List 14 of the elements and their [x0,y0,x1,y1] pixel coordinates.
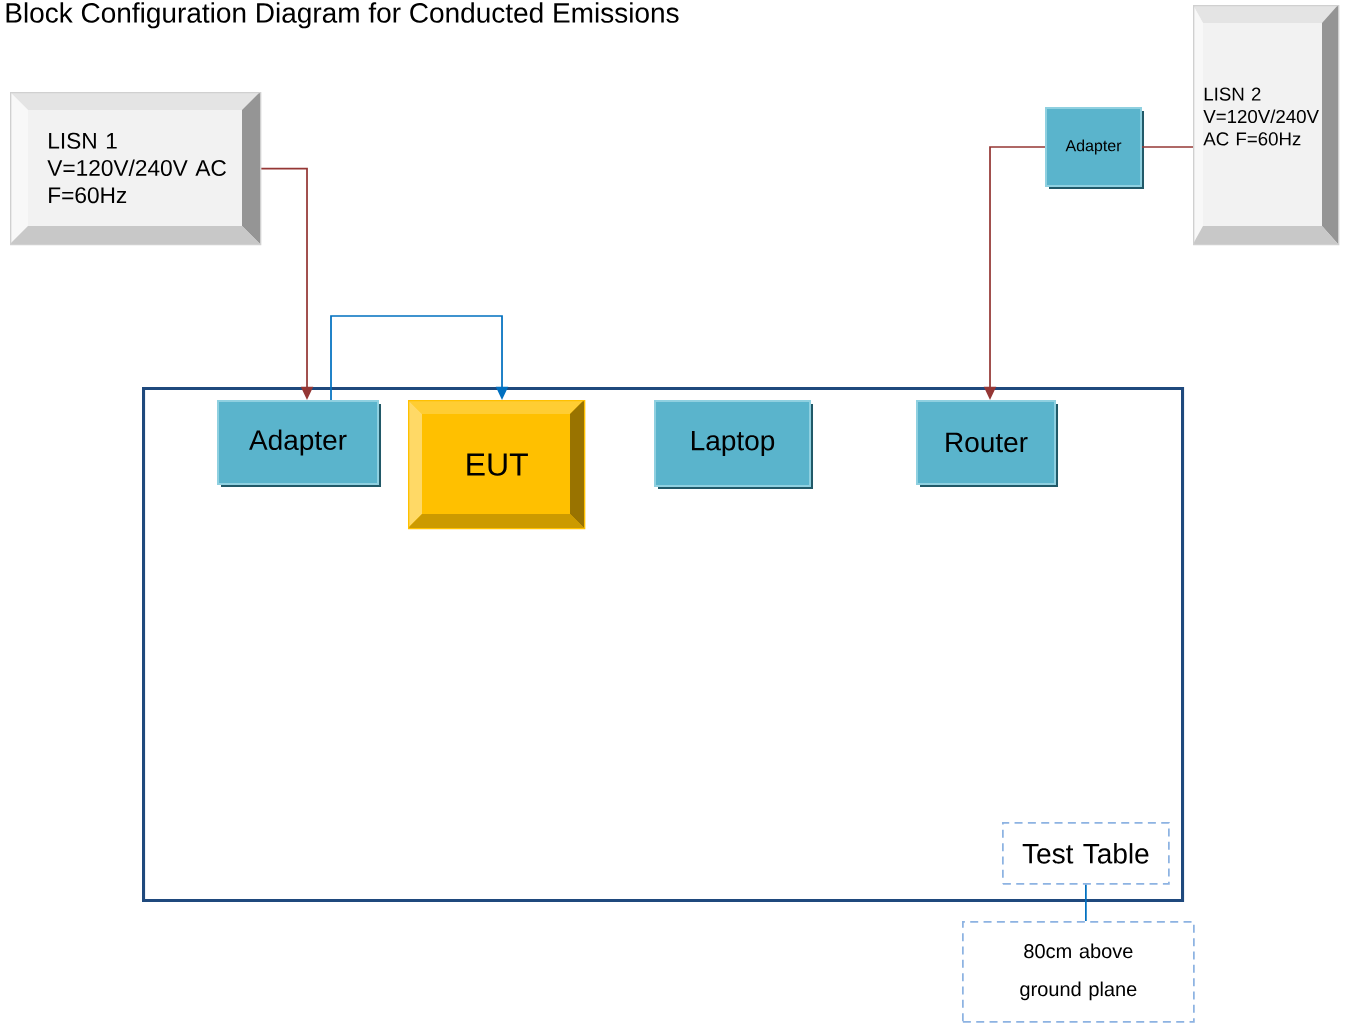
callout-box: Test Table [1002,822,1170,885]
title: Block Configuration Diagram for Conducted Emissions [6,2,679,29]
eut-box: EUT [408,400,586,530]
router-box: Router [916,400,1058,487]
callout-box: 80cm above ground plane [962,921,1195,1023]
connector [330,315,509,401]
connector [1085,883,1087,922]
adapter-box: Adapter [217,400,381,487]
laptop-box: Laptop [654,400,813,489]
adapter-box: Adapter [1045,107,1144,189]
lisn-box: LISN 2 V=120V/240V AC F=60Hz [1193,5,1340,246]
test-table-frame [142,387,1185,903]
lisn-box: LISN 1 V=120V/240V AC F=60Hz [10,92,262,246]
connector [1141,146,1194,148]
